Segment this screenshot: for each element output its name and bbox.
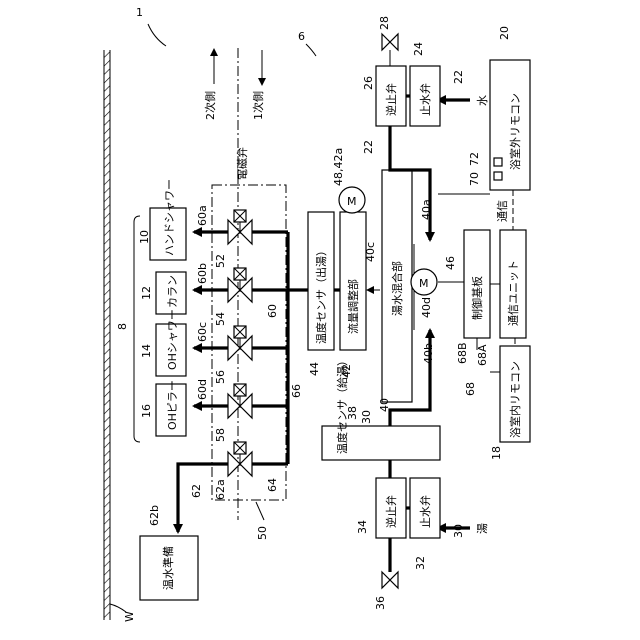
num-68a: 68A: [476, 344, 489, 366]
wall: [104, 50, 110, 620]
num-18: 18: [490, 446, 503, 460]
check-valve-bottom-label: 逆止弁: [384, 495, 398, 528]
figure-ref-leader: [148, 24, 166, 46]
num-36: 36: [374, 596, 387, 610]
num-20: 20: [498, 26, 511, 40]
mixer-label: 湯水混合部: [390, 261, 404, 316]
num-72: 72: [468, 152, 481, 166]
num-40c: 40c: [364, 242, 377, 262]
num-22a: 22: [452, 70, 465, 84]
fixture-hand-shower-label: ハンドシャワー: [163, 179, 176, 256]
num-60c: 60c: [196, 322, 209, 342]
num-66: 66: [290, 384, 303, 398]
num-38: 38: [346, 406, 359, 420]
hot-water-prep-label: 温水準備: [161, 546, 175, 590]
num-6-leader: [306, 44, 316, 56]
wall-label: W: [123, 611, 136, 622]
remote-out-button-70: [494, 172, 502, 180]
num-14: 14: [140, 344, 153, 358]
num-70-72: 70: [468, 172, 481, 186]
num-64: 64: [266, 478, 279, 492]
solenoid-label: 電磁弁: [235, 147, 249, 180]
num-50-leader: [256, 502, 264, 520]
solenoid-valve-54: [228, 268, 252, 302]
solenoid-valve-58: [228, 384, 252, 418]
water-label: 水: [476, 95, 489, 106]
fixture-oh-pillar-label: OHピラー: [166, 380, 179, 430]
flow-adjust-label: 流量調整部: [346, 279, 360, 334]
control-board-label: 制御基板: [470, 276, 484, 320]
drain-valve-36: [382, 572, 398, 588]
num-22b: 22: [362, 140, 375, 154]
num-30a: 30: [452, 524, 465, 538]
remote-in-label: 浴室内リモコン: [508, 361, 522, 438]
num-60b: 60b: [196, 263, 209, 284]
secondary-side-label: 2次側: [203, 91, 217, 120]
num-54: 54: [214, 312, 227, 326]
num-12: 12: [140, 286, 153, 300]
num-60a: 60a: [196, 205, 209, 226]
num-62b: 62b: [148, 505, 161, 526]
num-52: 52: [214, 254, 227, 268]
fixture-oh-shower-label: OHシャワー: [166, 309, 179, 370]
num-68b: 68B: [456, 342, 469, 364]
num-62a: 62a: [214, 479, 227, 500]
motor-flow-label: M: [347, 195, 357, 208]
num-58: 58: [214, 428, 227, 442]
num-32: 32: [414, 556, 427, 570]
temp-sensor-in-label: 温度センサ（給湯）: [335, 355, 349, 454]
num-24: 24: [412, 42, 425, 56]
solenoid-valve-56: [228, 326, 252, 360]
num-56: 56: [214, 370, 227, 384]
num-26: 26: [362, 76, 375, 90]
figure-ref-label: 1: [136, 6, 143, 19]
comm-unit-label: 通信ユニット: [507, 260, 520, 326]
num-60d: 60d: [196, 379, 209, 400]
motor-mixer-label: M: [419, 277, 429, 290]
num-68: 68: [464, 382, 477, 396]
wall-leader: [110, 604, 126, 612]
num-44: 44: [308, 362, 321, 376]
num-8: 8: [116, 323, 129, 330]
stop-valve-top-label: 止水弁: [418, 83, 432, 116]
num-48-42a: 48,42a: [332, 148, 345, 186]
num-10: 10: [138, 230, 151, 244]
num-16: 16: [140, 404, 153, 418]
primary-side-label: 1次側: [251, 91, 265, 120]
check-valve-top-label: 逆止弁: [384, 83, 398, 116]
num-46: 46: [444, 256, 457, 270]
num-6: 6: [298, 30, 305, 43]
solenoid-valve-52: [228, 210, 252, 244]
stop-valve-bottom-label: 止水弁: [418, 495, 432, 528]
fixture-faucet-label: カラン: [166, 275, 179, 308]
num-28: 28: [378, 16, 391, 30]
drain-valve-28: [382, 34, 398, 66]
num-50: 50: [256, 526, 269, 540]
temp-sensor-out-label: 温度センサ（出湯）: [314, 245, 328, 344]
solenoid-valve-64: [228, 442, 252, 476]
num-30b: 30: [360, 410, 373, 424]
remote-out-label: 浴室外リモコン: [508, 93, 522, 170]
num-40d: 40d: [420, 297, 433, 318]
comm-label: 通信: [496, 200, 509, 222]
hot-water-label: 湯: [476, 523, 489, 534]
num-34: 34: [356, 520, 369, 534]
remote-out-button-72: [494, 158, 502, 166]
num-62: 62: [190, 484, 203, 498]
num-60: 60: [266, 304, 279, 318]
